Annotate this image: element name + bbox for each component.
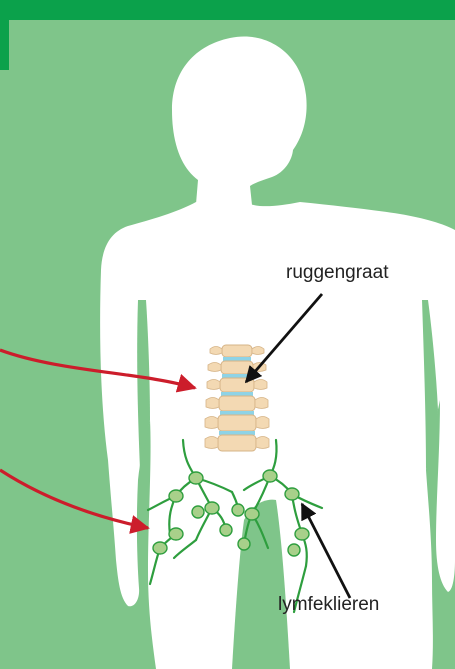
lymph-node [263,470,277,482]
lymph-node [169,490,183,502]
lymph-node [153,542,167,554]
spine-label: ruggengraat [286,262,388,284]
lymph-node [288,544,300,556]
lymph-node [169,528,183,540]
disc-3 [221,392,253,396]
head-shape [172,37,307,208]
lymph-node [245,508,259,520]
lymph-node [192,506,204,518]
disc-4 [220,411,254,415]
lymph-node [295,528,309,540]
disc-5 [219,431,255,435]
lymph-node [238,538,250,550]
lymph-node [205,502,219,514]
disc-2 [222,374,252,378]
lymph-node [220,524,232,536]
lymph-node [232,504,244,516]
lymph-nodes-label: lymfeklieren [278,594,379,616]
lymph-node [285,488,299,500]
lymph-node [189,472,203,484]
disc-1 [223,357,251,361]
